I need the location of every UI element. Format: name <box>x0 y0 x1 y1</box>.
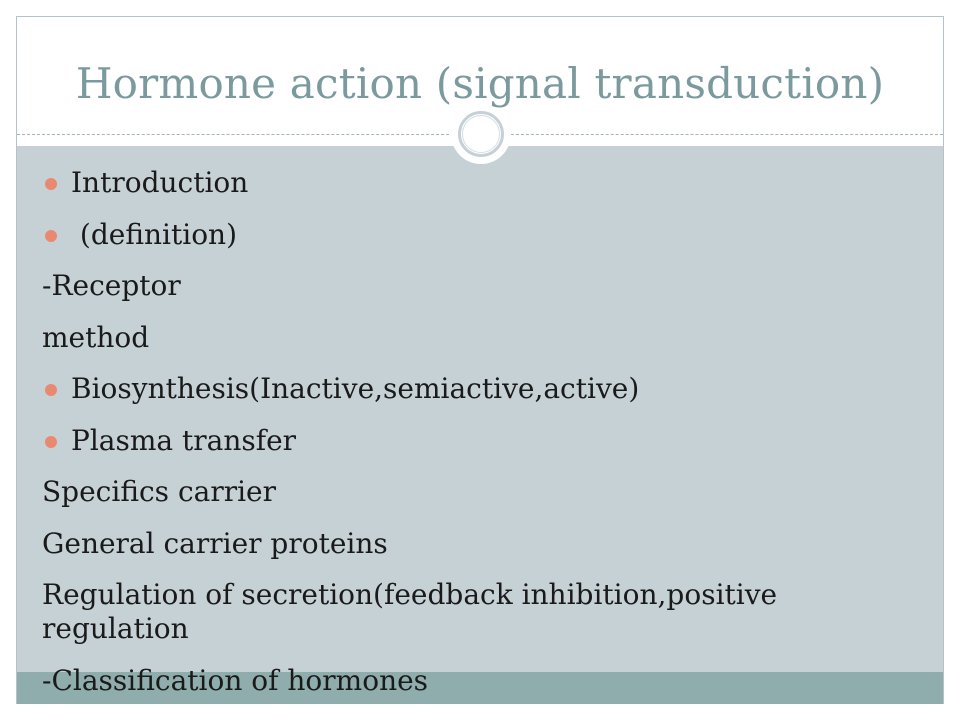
list-item-text: Plasma transfer <box>71 423 297 457</box>
bullet-icon <box>45 178 57 190</box>
list-item-text: Biosynthesis(Inactive,semiactive,active) <box>71 372 640 405</box>
list-item: -Receptor <box>42 269 922 303</box>
content-panel <box>17 146 943 672</box>
list-item: Regulation of secretion(feedback inhibit… <box>42 578 922 646</box>
list-item: Plasma transfer <box>42 424 922 458</box>
list-item-text: Specifics carrier <box>42 475 276 508</box>
list-item: method <box>42 321 922 355</box>
list-item: -Classification of hormones <box>42 664 922 698</box>
bullet-icon <box>45 384 57 396</box>
list-item-text: (definition) <box>71 217 238 251</box>
list-item-text: method <box>42 320 150 354</box>
list-item: (definition) <box>42 218 922 252</box>
list-item-text: General carrier proteins <box>42 526 388 560</box>
list-item: Biosynthesis(Inactive,semiactive,active) <box>42 372 922 406</box>
list-item: General carrier proteins <box>42 527 922 561</box>
list-item-text: -Receptor <box>42 269 181 302</box>
bullet-icon <box>45 435 57 448</box>
list-item: Introduction <box>42 166 922 200</box>
footer-band <box>17 672 943 704</box>
list-item: Specifics carrier <box>42 475 922 509</box>
list-item-text: -Classification of hormones <box>42 663 429 697</box>
ornament-outer-ring <box>458 111 504 157</box>
content-list: Introduction (definition) -Receptor meth… <box>42 166 922 715</box>
bullet-icon <box>45 229 57 242</box>
list-item-text: Introduction <box>71 166 249 199</box>
slide-title: Hormone action (signal transduction) <box>75 59 885 108</box>
list-item-text: Regulation of secretion(feedback inhibit… <box>42 578 778 645</box>
ornament-inner-ring <box>462 115 500 153</box>
circle-ornament-icon <box>451 104 511 164</box>
